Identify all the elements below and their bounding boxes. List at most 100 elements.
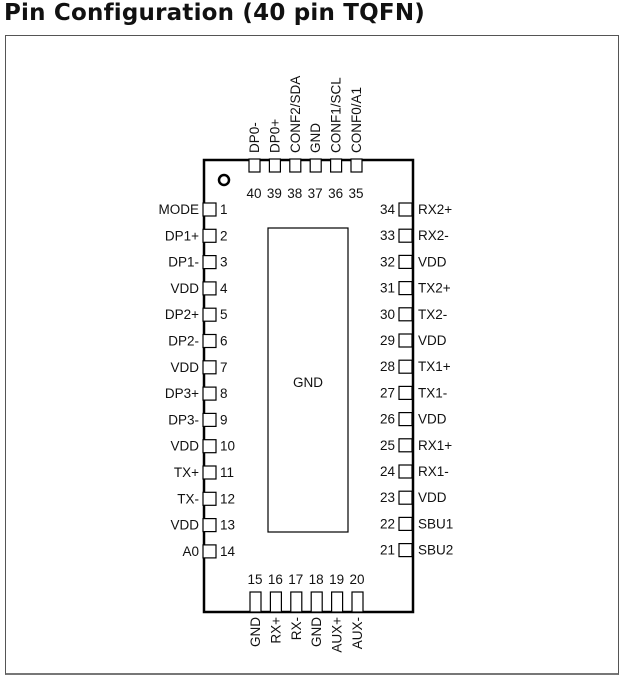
pin-pad	[202, 307, 217, 322]
pin-pad	[248, 158, 261, 173]
pin-name: TX+	[174, 465, 199, 480]
pin-pad	[398, 412, 413, 427]
pin-number: 34	[380, 202, 396, 217]
pin-pad	[398, 490, 413, 505]
pin-number: 23	[380, 490, 395, 505]
pin-name: AUX+	[330, 617, 345, 653]
pin-name: VDD	[418, 254, 447, 269]
pin-number: 1	[220, 202, 228, 217]
pin-number: 22	[380, 516, 395, 531]
pin-number: 14	[220, 544, 236, 559]
pin-number: 33	[380, 228, 395, 243]
pin-pad	[398, 307, 413, 322]
pin-name: DP0-	[247, 122, 262, 153]
pin-number: 3	[220, 255, 228, 270]
pin-number: 4	[220, 281, 228, 296]
pin-pad	[310, 591, 323, 613]
pin-name: MODE	[159, 202, 200, 217]
pin-pad	[309, 158, 322, 173]
pin-number: 37	[308, 186, 323, 201]
pin-number: 7	[220, 360, 228, 375]
pin-name: TX1-	[418, 385, 447, 400]
pin-pad	[202, 439, 217, 454]
pin-name: VDD	[170, 281, 199, 296]
pin-pad	[331, 591, 344, 613]
pin-name: DP0+	[267, 119, 282, 153]
pin-pad	[398, 281, 413, 296]
pin-pad	[398, 359, 413, 374]
pin-number: 36	[328, 186, 343, 201]
pin-pad	[249, 591, 262, 613]
pin-pad	[269, 591, 282, 613]
pin-name: RX2-	[418, 228, 449, 243]
pin-pad	[202, 360, 217, 375]
pin-pad	[202, 544, 217, 559]
pin-number: 2	[220, 228, 228, 243]
pin-name: RX1+	[418, 438, 452, 453]
pin-number: 19	[329, 572, 344, 587]
pin-name: DP2-	[168, 334, 199, 349]
pin-pad	[202, 255, 217, 270]
pin-pad	[398, 542, 413, 558]
pin-name: RX+	[268, 617, 283, 644]
pin-number: 10	[220, 439, 235, 454]
pin-name: TX2-	[418, 307, 447, 322]
pin-pad	[398, 438, 413, 453]
pin-number: 11	[220, 465, 234, 480]
pin-pad	[202, 228, 217, 243]
pin-name: DP1-	[168, 255, 199, 270]
pin-pad	[398, 254, 413, 269]
pin-name: RX2+	[418, 202, 452, 217]
pin-number: 13	[220, 518, 235, 533]
pin-pad	[350, 158, 363, 173]
pin-number: 16	[268, 572, 283, 587]
pin-number: 12	[220, 491, 235, 506]
pin-number: 27	[380, 385, 395, 400]
pin-pad	[398, 333, 413, 348]
pin-name: RX1-	[418, 464, 449, 479]
pin-pad	[289, 158, 302, 173]
pin-name: VDD	[170, 360, 199, 375]
pin-number: 24	[380, 464, 396, 479]
pin-name: A0	[182, 544, 199, 559]
pin-name: TX2+	[418, 281, 451, 296]
exposed-pad	[267, 227, 349, 533]
pin-name: CONF1/SCL	[329, 77, 344, 153]
pin-name: TX1+	[418, 359, 451, 374]
pin1-marker-icon	[217, 173, 231, 187]
pin-name: TX-	[177, 491, 199, 506]
pin-number: 18	[309, 572, 324, 587]
pin-name: DP3+	[165, 386, 199, 401]
pin-name: CONF2/SDA	[288, 76, 303, 153]
pin-name: VDD	[418, 412, 447, 427]
pin-number: 26	[380, 412, 395, 427]
pin-number: 30	[380, 307, 395, 322]
pin-number: 20	[349, 572, 364, 587]
pin-name: CONF0/A1	[349, 87, 364, 153]
pin-pad	[202, 517, 217, 533]
pin-pad	[330, 158, 343, 173]
pin-number: 25	[380, 438, 395, 453]
pin-name: GND	[309, 617, 324, 647]
pin-pad	[202, 491, 217, 506]
pin-pad	[398, 228, 413, 243]
pin-number: 32	[380, 254, 395, 269]
pin-name: DP1+	[165, 228, 199, 243]
pin-name: RX-	[289, 617, 304, 640]
pin-pad	[202, 412, 217, 427]
pin-number: 35	[348, 186, 363, 201]
pin-name: VDD	[418, 490, 447, 505]
pin-pad	[268, 158, 281, 173]
pin-number: 21	[380, 543, 395, 558]
pin-number: 31	[380, 281, 395, 296]
pin-pad	[202, 386, 217, 401]
pin-pad	[202, 281, 217, 296]
pin-number: 17	[288, 572, 303, 587]
pin-pad	[398, 202, 413, 217]
pin-number: 28	[380, 359, 395, 374]
pin-pad	[351, 591, 364, 613]
chip-body	[202, 158, 415, 614]
pin-name: VDD	[170, 439, 199, 454]
diagram-title: Pin Configuration (40 pin TQFN)	[4, 0, 425, 26]
